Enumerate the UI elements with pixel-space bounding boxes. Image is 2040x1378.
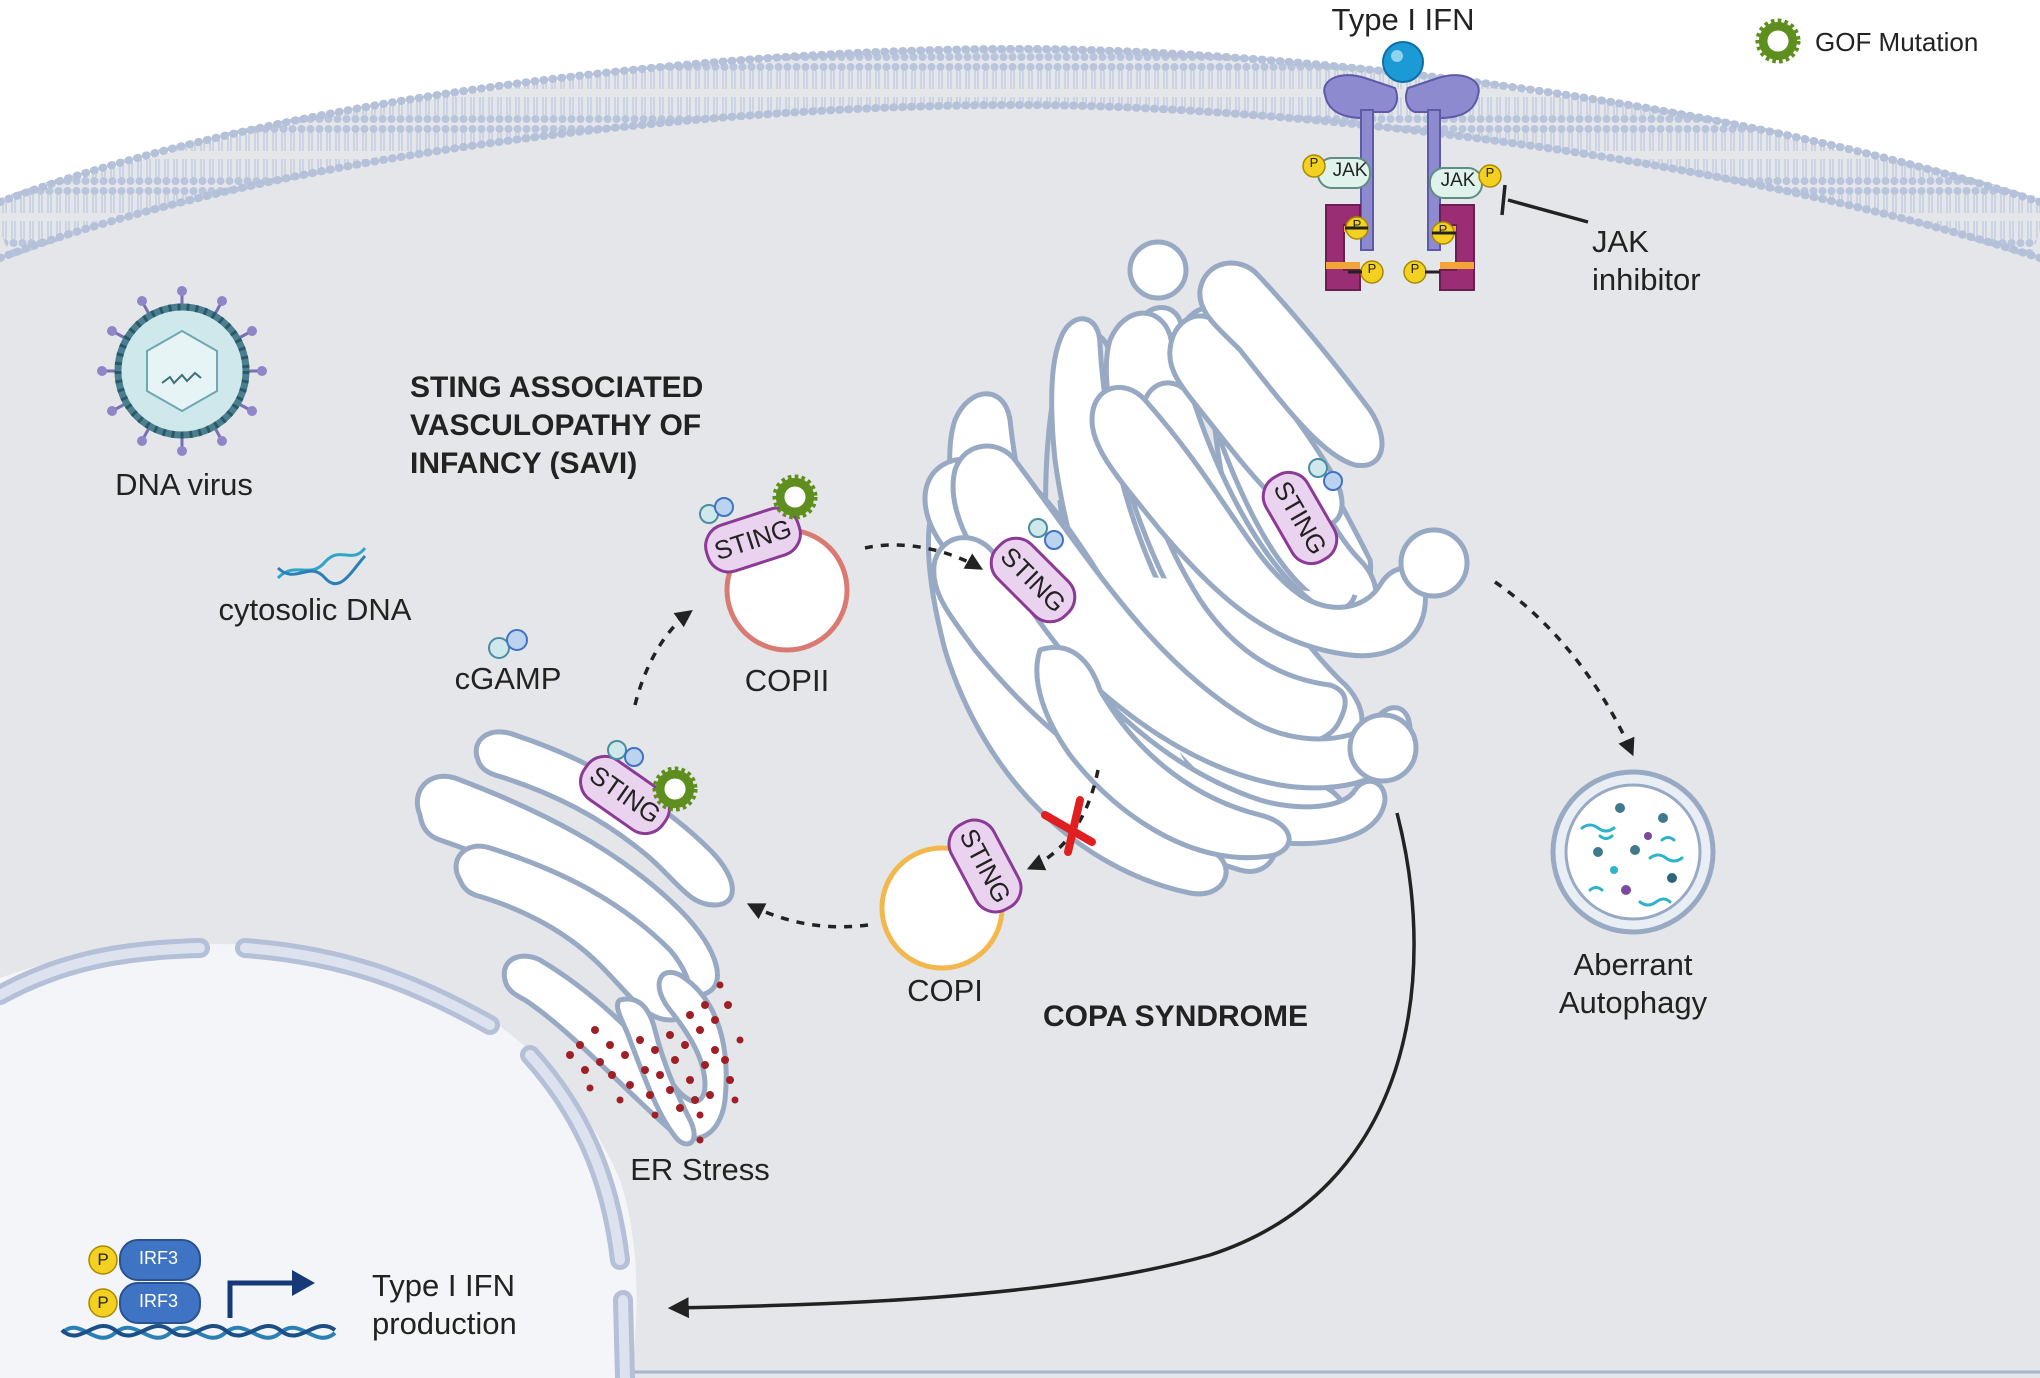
sting-copi [947,818,1023,914]
cytosolic-dna-label: cytosolic DNA [218,592,412,627]
cgamp-icon [488,629,528,659]
copii-label: COPII [744,663,830,698]
type-i-ifn-production-label-line1: Type I IFN [372,1268,515,1303]
jak-label-left: JAK [1332,160,1368,181]
savi-title-line2: VASCULOPATHY OF [410,409,702,442]
plasma-membrane [0,44,2040,262]
savi-title-line3: INFANCY (SAVI) [410,447,638,480]
aberrant-autophagy-label-line2: Autophagy [1558,985,1708,1020]
copa-syndrome-label: COPA SYNDROME [1043,1000,1309,1033]
dna-virus-label: DNA virus [115,467,253,502]
er-stress-dots [566,981,744,1144]
autophagosome [1550,769,1716,935]
receptor-p-label-3: P [1352,217,1362,232]
trafficking-arrows [633,543,1635,929]
irf3-label-1: IRF3 [139,1248,179,1268]
golgi-vesicles [1127,239,1470,784]
receptor-phosphate-links [1345,226,1456,274]
type-i-ifn-production-label-line2: production [372,1306,517,1341]
receptor-p-label-1: P [1309,155,1319,170]
receptor-p-label-5: P [1367,261,1377,276]
jak-inhibitor-label-line1: JAK [1592,224,1649,259]
transcription-start-arrow [227,1280,298,1318]
sting-golgi-2 [1261,470,1339,566]
sting-golgi-1 [989,536,1077,624]
gof-mutation-icon-copii [776,478,814,516]
receptor-p-label-4: P [1438,222,1448,237]
irf3-p-label-2: P [97,1293,109,1312]
cgamp-label: cGAMP [454,661,562,696]
irf3-p-label-1: P [97,1250,109,1269]
receptor-p-label-2: P [1485,165,1495,180]
jak-label-right: JAK [1440,170,1476,191]
cytosolic-dna-icon [276,547,367,586]
irf3-dimer [119,1239,201,1324]
jak-inhibitor-label-line2: inhibitor [1592,262,1701,297]
signaling-arrow [667,812,1416,1319]
irf3-phosphates [88,1245,118,1318]
receptor-p-label-6: P [1410,261,1420,276]
savi-title-line1: STING ASSOCIATED [410,371,704,404]
gof-mutation-icon-legend [1759,22,1797,60]
aberrant-autophagy-label-line1: Aberrant [1573,947,1693,982]
jak-proteins [1317,157,1483,199]
block-x-icon [1041,796,1096,856]
er-stress-label: ER Stress [630,1152,770,1187]
sting-copii [704,506,802,574]
sting-er [579,754,671,836]
extracellular-space [0,0,2040,205]
copi-label: COPI [907,973,983,1008]
jak-inhibitor-bar [1500,184,1589,224]
type-i-ifn-ligand-label: Type I IFN [1331,2,1475,37]
dna-promoter [60,1323,337,1340]
sting-bound-cgamp [607,458,1343,767]
dna-virus [97,286,267,456]
irf3-label-2: IRF3 [139,1291,179,1311]
gof-mutation-legend-label: GOF Mutation [1815,27,1979,57]
